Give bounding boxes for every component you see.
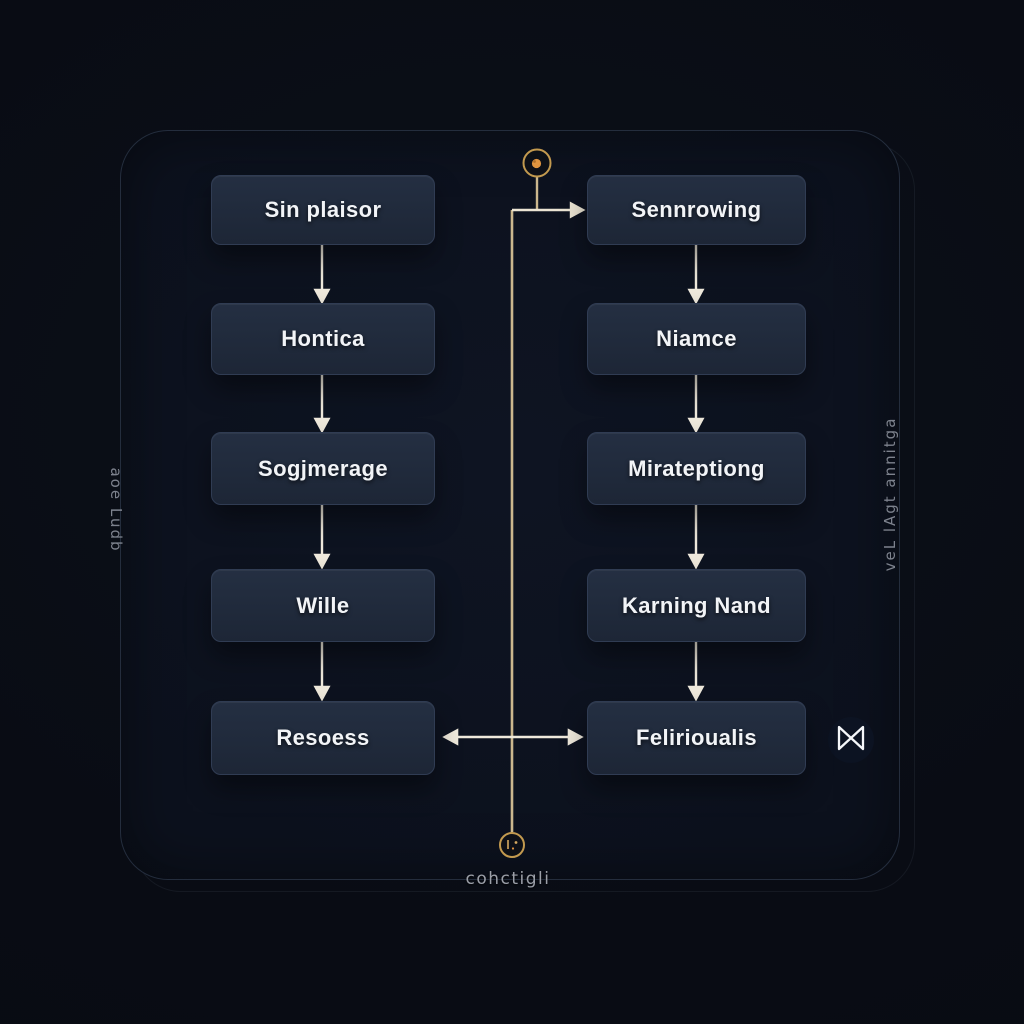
node-mirateptiong[interactable]: Mirateptiong [587, 432, 806, 505]
node-sin-plaisor[interactable]: Sin plaisor [211, 175, 435, 245]
node-resoess[interactable]: Resoess [211, 701, 435, 775]
side-label-right: veL lAgt annitga [881, 416, 899, 572]
node-karning-nand[interactable]: Karning Nand [587, 569, 806, 642]
node-sennrowing[interactable]: Sennrowing [587, 175, 806, 245]
node-felirioualis[interactable]: Felirioualis [587, 701, 806, 775]
node-wille[interactable]: Wille [211, 569, 435, 642]
node-hontica[interactable]: Hontica [211, 303, 435, 375]
footer-caption: cohctigli [465, 869, 551, 889]
node-niamce[interactable]: Niamce [587, 303, 806, 375]
node-sogjmerage[interactable]: Sogjmerage [211, 432, 435, 505]
side-label-left: aoe Ludb [107, 467, 125, 553]
